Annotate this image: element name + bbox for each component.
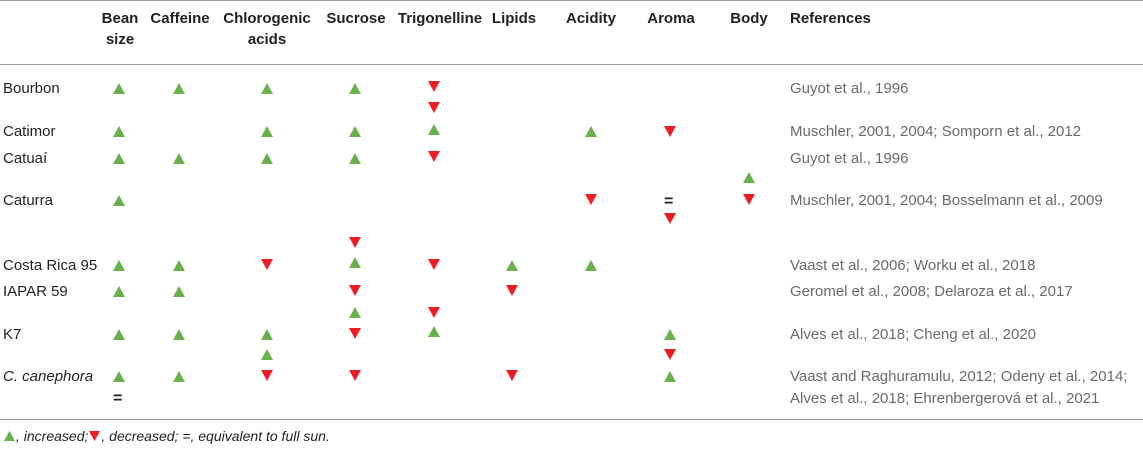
increased-icon-catuai-chlorogenic — [260, 152, 274, 166]
increased-icon-catimor-sucrose — [348, 125, 362, 139]
increased-icon-k7-aroma — [663, 328, 677, 342]
decreased-icon-caturra-acidity — [584, 193, 598, 207]
increased-icon-catimor-trigonelline — [427, 123, 441, 137]
increased-icon-bourbon-sucrose — [348, 82, 362, 96]
footnote-decreased-text: , decreased; =, equivalent to full sun. — [101, 428, 330, 444]
decreased-icon-bourbon-trigonelline — [427, 80, 441, 94]
reference-catimor: Muschler, 2001, 2004; Somporn et al., 20… — [790, 123, 1082, 140]
reference-bourbon: Guyot et al., 1996 — [790, 80, 909, 97]
increased-icon-canephora-aroma — [663, 370, 677, 384]
decreased-icon-costa-rica-chlorogenic — [260, 258, 274, 272]
reference-k7: Alves et al., 2018; Cheng et al., 2020 — [790, 326, 1036, 343]
footnote-increased-text: , increased; — [16, 428, 89, 444]
increased-icon-costa-rica-acidity — [584, 259, 598, 273]
increased-icon-iapar-caffeine — [172, 285, 186, 299]
reference-caturra: Muschler, 2001, 2004; Bosselmann et al.,… — [790, 192, 1103, 209]
reference-costa-rica-95: Vaast et al., 2006; Worku et al., 2018 — [790, 257, 1036, 274]
increased-icon-caturra-bean-size — [112, 194, 126, 208]
increased-icon-catuai-bean-size — [112, 152, 126, 166]
increased-icon-catuai-caffeine — [172, 152, 186, 166]
decreased-icon-bourbon-trigonelline-2 — [427, 101, 441, 115]
decreased-icon-costa-rica-trigonelline — [427, 258, 441, 272]
decreased-icon-costa-rica-sucrose — [348, 236, 362, 250]
row-label-catuai: Catuaí — [3, 150, 48, 167]
header-caffeine: Caffeine — [150, 10, 210, 27]
row-label-iapar-59: IAPAR 59 — [3, 283, 68, 300]
decreased-icon-caturra-body-2 — [742, 193, 756, 207]
row-label-k7: K7 — [3, 326, 22, 343]
increased-icon-iapar-sucrose-2 — [348, 306, 362, 320]
increased-icon-costa-rica-sucrose-2 — [348, 256, 362, 270]
header-lipids: Lipids — [491, 10, 537, 27]
increased-icon-canephora-bean-size — [112, 370, 126, 384]
decreased-icon-iapar-trigonelline — [427, 306, 441, 320]
decreased-icon-caturra-aroma — [663, 212, 677, 226]
row-label-bourbon: Bourbon — [3, 80, 60, 97]
top-rule — [0, 0, 1143, 1]
increased-icon-k7-chlorogenic-2 — [260, 348, 274, 362]
header-trigonelline: Trigonelline — [397, 10, 483, 27]
header-sucrose: Sucrose — [326, 10, 386, 27]
decreased-icon-k7-sucrose — [348, 327, 362, 341]
header-bean-size: Bean size — [100, 8, 140, 50]
increased-icon-iapar-bean-size — [112, 285, 126, 299]
increased-icon-bourbon-chlorogenic — [260, 82, 274, 96]
decreased-icon-catuai-trigonelline — [427, 150, 441, 164]
decreased-icon-iapar-sucrose — [348, 284, 362, 298]
header-rule — [0, 64, 1143, 65]
increased-icon-bourbon-caffeine — [172, 82, 186, 96]
increased-icon-catimor-acidity — [584, 125, 598, 139]
increased-icon-catimor-bean-size — [112, 125, 126, 139]
header-acidity: Acidity — [565, 10, 616, 27]
equivalent-sign-caturra-aroma: = — [664, 193, 674, 210]
footnote: , increased; , decreased; =, equivalent … — [3, 428, 330, 444]
increased-icon-catimor-chlorogenic — [260, 125, 274, 139]
row-label-c-canephora: C. canephora — [3, 368, 94, 385]
increased-icon-caturra-body — [742, 171, 756, 185]
increased-icon-costa-rica-bean-size — [112, 259, 126, 273]
header-chlorogenic-line2: acids — [247, 31, 287, 48]
increased-icon-k7-trigonelline — [427, 325, 441, 339]
bottom-rule — [0, 419, 1143, 420]
increased-icon-k7-chlorogenic — [260, 328, 274, 342]
header-chlorogenic-acids: Chlorogenic acids — [220, 8, 314, 50]
increased-icon-k7-caffeine — [172, 328, 186, 342]
decreased-icon-catimor-aroma — [663, 125, 677, 139]
increased-icon-canephora-caffeine — [172, 370, 186, 384]
reference-iapar-59: Geromel et al., 2008; Delaroza et al., 2… — [790, 283, 1073, 300]
row-label-caturra: Caturra — [3, 192, 54, 209]
row-label-catimor: Catimor — [3, 123, 56, 140]
increased-legend-icon — [4, 428, 15, 444]
increased-icon-bourbon-bean-size — [112, 82, 126, 96]
decreased-icon-canephora-chlorogenic — [260, 369, 274, 383]
header-chlorogenic-line1: Chlorogenic — [223, 10, 311, 27]
equivalent-sign-canephora-bean-size: = — [113, 390, 123, 407]
reference-c-canephora-line1: Vaast and Raghuramulu, 2012; Odeny et al… — [790, 368, 1128, 385]
header-references: References — [790, 10, 871, 27]
increased-icon-catuai-sucrose — [348, 152, 362, 166]
decreased-legend-icon — [89, 428, 101, 444]
header-bean-size-line2: size — [105, 31, 135, 48]
header-aroma: Aroma — [647, 10, 695, 27]
reference-c-canephora-line2: Alves et al., 2018; Ehrenbergerová et al… — [790, 390, 1100, 407]
increased-icon-costa-rica-caffeine — [172, 259, 186, 273]
decreased-icon-k7-aroma-2 — [663, 348, 677, 362]
header-body: Body — [730, 10, 768, 27]
increased-icon-k7-bean-size — [112, 328, 126, 342]
increased-icon-costa-rica-lipids — [505, 259, 519, 273]
decreased-icon-canephora-lipids — [505, 369, 519, 383]
reference-catuai: Guyot et al., 1996 — [790, 150, 909, 167]
decreased-icon-canephora-sucrose — [348, 369, 362, 383]
row-label-costa-rica-95: Costa Rica 95 — [3, 257, 98, 274]
header-bean-size-line1: Bean — [101, 10, 139, 27]
decreased-icon-iapar-lipids — [505, 284, 519, 298]
